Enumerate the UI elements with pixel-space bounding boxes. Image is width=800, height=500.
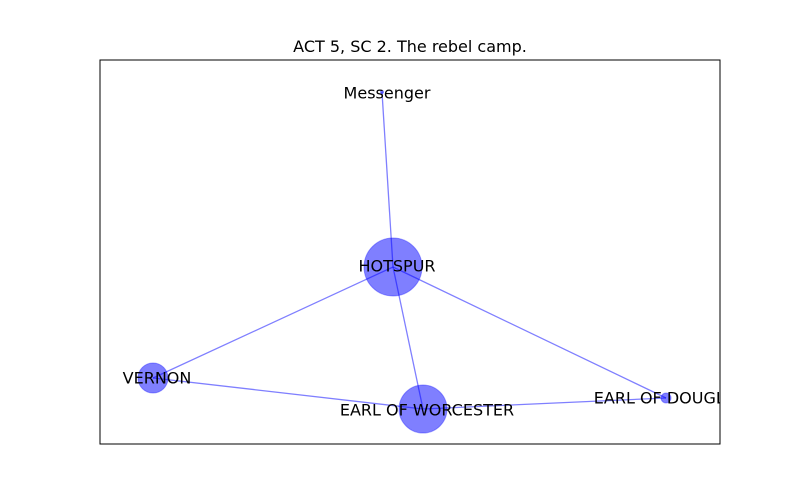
node-layer xyxy=(137,90,672,434)
node-douglas xyxy=(660,392,672,404)
node-label-messenger: Messenger xyxy=(344,84,431,103)
edge-worcester-douglas xyxy=(422,397,667,410)
node-label-worcester: EARL OF WORCESTER xyxy=(340,401,514,420)
node-label-hotspur: HOTSPUR xyxy=(358,257,435,276)
edge-messenger-hotspur xyxy=(381,91,394,268)
edge-vernon-worcester xyxy=(152,377,424,410)
axes-frame xyxy=(99,59,721,445)
node-messenger xyxy=(380,90,384,94)
node-label-vernon: VERNON xyxy=(123,369,192,388)
node-vernon xyxy=(137,362,169,394)
node-worcester xyxy=(398,384,448,434)
node-label-douglas: EARL OF DOUGLAS xyxy=(594,389,746,408)
chart-title: ACT 5, SC 2. The rebel camp. xyxy=(293,37,527,56)
edge-hotspur-vernon xyxy=(152,266,394,379)
node-hotspur xyxy=(363,237,423,297)
edge-hotspur-douglas xyxy=(392,266,667,399)
